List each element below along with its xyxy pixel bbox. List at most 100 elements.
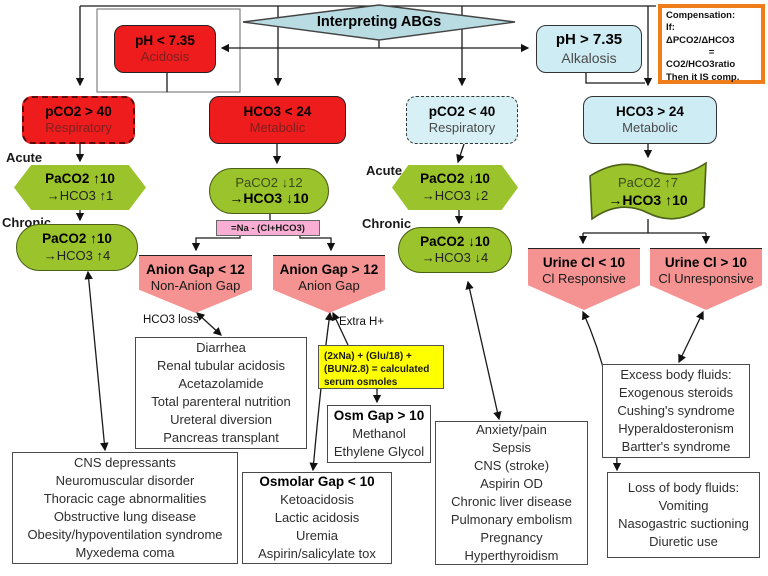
node-title: pCO2 > 40 <box>45 103 112 119</box>
node-metabolic-alkalosis-compensation: PaCO2 ↑7 →HCO3 ↑10 <box>592 167 704 217</box>
node-metabolic-acidosis: HCO3 < 24 Metabolic <box>209 96 346 144</box>
title-diamond-shape <box>242 4 516 41</box>
cause-item: Vomiting <box>658 498 709 514</box>
osm-gap-high-box: Osm Gap > 10 Methanol Ethylene Glycol <box>327 405 431 463</box>
cause-item: Obstructive lung disease <box>53 509 197 524</box>
cause-item: Uremia <box>296 528 338 544</box>
node-respiratory-acidosis: pCO2 > 40 Respiratory <box>22 96 135 144</box>
cause-item: Pregnancy <box>480 529 543 545</box>
node-line1: PaCO2 ↓10 <box>420 233 490 249</box>
cause-item: Bartter's syndrome <box>621 438 731 454</box>
cause-item: Acetazolamide <box>178 376 264 392</box>
anion-gap-formula: =Na - (Cl+HCO3) <box>216 220 320 236</box>
node-title: Anion Gap < 12 <box>146 262 245 277</box>
node-line2: →HCO3 ↓4 <box>421 250 489 266</box>
label-acute-left: Acute <box>6 150 43 165</box>
cause-item: Chronic liver disease <box>451 494 572 509</box>
node-line1: PaCO2 ↑10 <box>45 171 115 187</box>
compensation-line: CO2/HCO3ratio <box>666 59 736 71</box>
node-line1: PaCO2 ↓10 <box>420 171 490 187</box>
label-acute-right: Acute <box>366 163 403 178</box>
compensation-line: ΔPCO2/ΔHCO3 <box>666 34 735 46</box>
cause-item: Pulmonary embolism <box>450 511 573 527</box>
cause-item: Methanol <box>352 426 406 442</box>
cause-item: Aspirin OD <box>480 476 543 492</box>
box-title: Excess body fluids: <box>620 367 732 383</box>
node-acute-respiratory-acidosis: PaCO2 ↑10 →HCO3 ↑1 <box>14 165 146 210</box>
cause-item: Obesity/hypoventilation syndrome <box>27 526 223 542</box>
node-line2: →HCO3 ↑10 <box>608 192 688 209</box>
node-line1: PaCO2 ↑10 <box>42 231 112 247</box>
node-subtitle: Anion Gap <box>298 278 360 294</box>
compensation-line: Compensation: <box>666 10 736 21</box>
cause-item: CNS (stroke) <box>473 458 550 474</box>
osmolar-gap-low-box: Osmolar Gap < 10 Ketoacidosis Lactic aci… <box>242 472 392 564</box>
non-anion-gap-causes-box: Diarrhea Renal tubular acidosis Acetazol… <box>135 337 307 449</box>
label-hco3-loss: HCO3 loss <box>143 314 199 326</box>
cause-item: Ureteral diversion <box>170 411 272 427</box>
cause-item: Lactic acidosis <box>274 510 360 526</box>
node-title: Urine Cl < 10 <box>542 255 626 270</box>
compensation-line: Then it IS comp. <box>666 71 740 83</box>
cause-item: Cushing's syndrome <box>617 403 735 419</box>
page-title: Interpreting ABGs <box>316 14 442 30</box>
cause-item: Ketoacidosis <box>280 492 354 508</box>
cause-item: Thoracic cage abnormalities <box>43 491 207 507</box>
node-line2: →HCO3 ↓10 <box>229 190 309 207</box>
cause-item: Nasogastric suctioning <box>618 516 749 531</box>
loss-of-body-fluids-box: Loss of body fluids: Vomiting Nasogastri… <box>607 472 760 558</box>
node-subtitle: Respiratory <box>428 120 496 136</box>
node-title: pH > 7.35 <box>555 31 623 49</box>
box-title: Loss of body fluids: <box>627 480 740 496</box>
excess-body-fluids-box: Excess body fluids: Exogenous steroids C… <box>602 364 750 458</box>
cause-item: Renal tubular acidosis <box>157 358 285 374</box>
cause-item: Exogenous steroids <box>618 385 734 401</box>
node-alkalosis: pH > 7.35 Alkalosis <box>536 25 642 73</box>
cause-item: Myxedema coma <box>75 544 175 560</box>
cause-item: Total parenteral nutrition <box>151 394 291 409</box>
cause-item: Diarrhea <box>196 340 246 356</box>
node-respiratory-alkalosis: pCO2 < 40 Respiratory <box>406 96 518 144</box>
node-title: Anion Gap > 12 <box>279 262 379 277</box>
node-subtitle: Respiratory <box>45 120 112 136</box>
node-title: pCO2 < 40 <box>428 103 496 119</box>
cause-item: CNS depressants <box>74 455 176 471</box>
node-line2: →HCO3 ↑4 <box>43 247 111 263</box>
node-chronic-respiratory-acidosis: PaCO2 ↑10 →HCO3 ↑4 <box>16 224 138 271</box>
met-alk-comp-wave-shape <box>589 161 707 221</box>
node-acidosis: pH < 7.35 Acidosis <box>114 25 216 73</box>
node-line1: PaCO2 ↓12 <box>235 174 303 190</box>
cause-item: Diuretic use <box>649 533 718 549</box>
node-line2: →HCO3 ↑1 <box>46 187 114 203</box>
node-subtitle: Alkalosis <box>561 49 617 66</box>
label-extra-h: Extra H+ <box>339 316 385 328</box>
cause-item: Sepsis <box>491 440 532 456</box>
cause-item: Ethylene Glycol <box>333 444 425 460</box>
cause-item: Hyperaldosteronism <box>618 420 734 436</box>
cause-item: Neuromuscular disorder <box>55 473 195 489</box>
cause-item: Anxiety/pain <box>476 422 547 438</box>
node-subtitle: Non-Anion Gap <box>150 278 241 294</box>
serum-osmoles-formula: (2xNa) + (Glu/18) + (BUN/2.8) = calculat… <box>318 345 444 389</box>
node-metabolic-alkalosis: HCO3 > 24 Metabolic <box>583 96 717 144</box>
node-acute-respiratory-alkalosis: PaCO2 ↓10 →HCO3 ↓2 <box>392 165 518 210</box>
node-subtitle: Cl Unresponsive <box>658 271 754 287</box>
label-chronic-right: Chronic <box>362 216 412 231</box>
node-title: Urine Cl > 10 <box>664 255 748 270</box>
node-title: pH < 7.35 <box>135 32 195 48</box>
compensation-note: Compensation: If: ΔPCO2/ΔHCO3 = CO2/HCO3… <box>658 4 765 84</box>
node-title: HCO3 < 24 <box>243 103 312 119</box>
box-title: Osmolar Gap < 10 <box>259 473 375 489</box>
node-metabolic-acidosis-compensation: PaCO2 ↓12 →HCO3 ↓10 <box>209 168 329 214</box>
node-subtitle: Metabolic <box>622 120 678 136</box>
compensation-line: If: <box>666 22 675 34</box>
node-anion-gap-low: Anion Gap < 12 Non-Anion Gap <box>139 255 252 313</box>
cause-item: Aspirin/salicylate tox <box>258 546 376 562</box>
respiratory-alkalosis-causes-box: Anxiety/pain Sepsis CNS (stroke) Aspirin… <box>435 421 588 565</box>
box-title: Osm Gap > 10 <box>333 407 425 423</box>
cause-item: Pancreas transplant <box>163 429 279 445</box>
node-subtitle: Cl Responsive <box>542 271 626 287</box>
node-subtitle: Metabolic <box>249 120 306 136</box>
node-line1: PaCO2 ↑7 <box>618 174 678 190</box>
